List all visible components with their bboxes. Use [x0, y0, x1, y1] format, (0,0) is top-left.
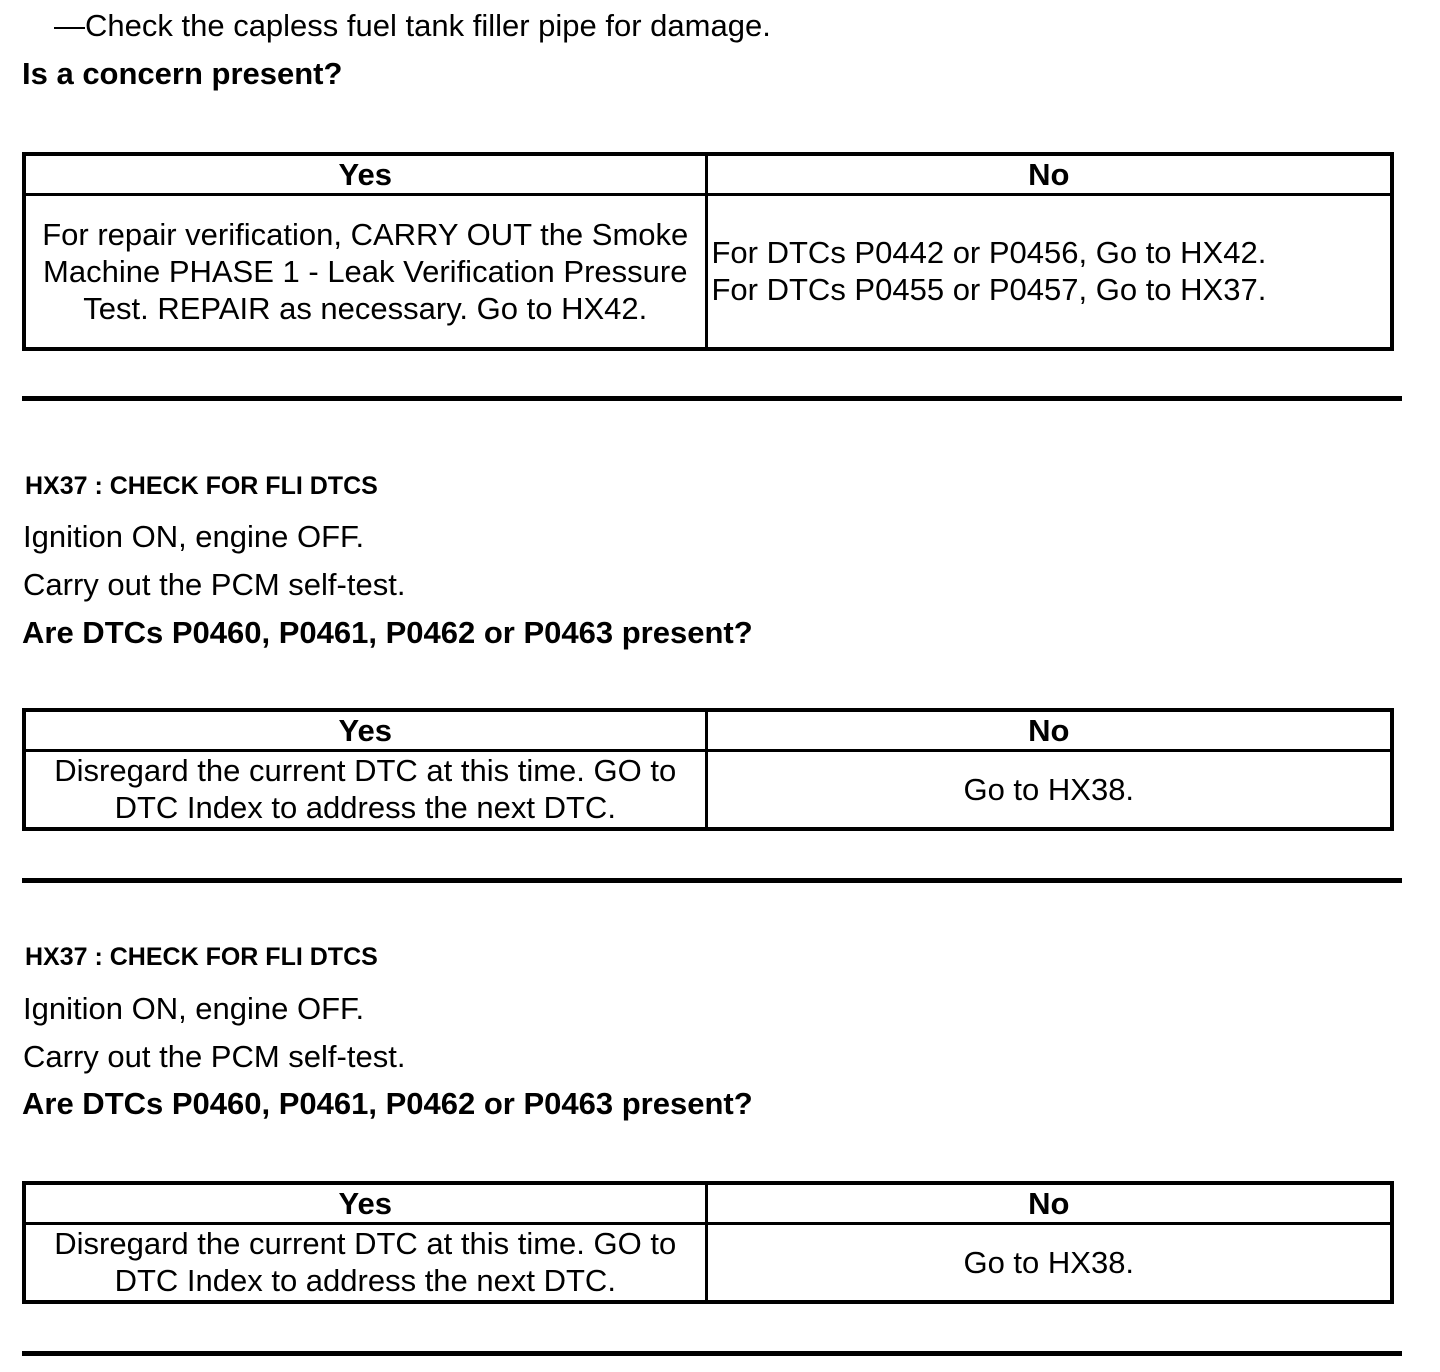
yes-column-header: Yes [22, 708, 708, 752]
step-instruction: Carry out the PCM self-test. [23, 1039, 406, 1074]
no-answer-cell: Go to HX38. [704, 749, 1394, 830]
no-column-header: No [704, 708, 1394, 752]
step-title: HX37 : CHECK FOR FLI DTCS [25, 472, 378, 500]
question-heading: Are DTCs P0460, P0461, P0462 or P0463 pr… [22, 1086, 753, 1121]
yes-column-header: Yes [22, 1181, 708, 1225]
yes-answer-cell: Disregard the current DTC at this time. … [22, 749, 708, 830]
no-answer-cell: For DTCs P0442 or P0456, Go to HX42. For… [704, 193, 1394, 350]
yes-answer-cell: For repair verification, CARRY OUT the S… [22, 193, 708, 350]
step-instruction: Ignition ON, engine OFF. [23, 991, 365, 1026]
yes-no-table: Yes No Disregard the current DTC at this… [22, 1181, 1394, 1304]
question-heading: Are DTCs P0460, P0461, P0462 or P0463 pr… [22, 615, 753, 650]
section-divider [22, 878, 1402, 883]
no-answer-cell: Go to HX38. [704, 1222, 1394, 1303]
section-divider [22, 396, 1402, 401]
section-divider [22, 1351, 1402, 1356]
yes-no-table: Yes No Disregard the current DTC at this… [22, 708, 1394, 831]
yes-column-header: Yes [22, 152, 708, 196]
step-instruction: Ignition ON, engine OFF. [23, 519, 365, 554]
step-title: HX37 : CHECK FOR FLI DTCS [25, 943, 378, 971]
no-answer-line: For DTCs P0455 or P0457, Go to HX37. [711, 272, 1267, 308]
question-heading: Is a concern present? [22, 56, 343, 91]
yes-answer-cell: Disregard the current DTC at this time. … [22, 1222, 708, 1303]
yes-no-table: Yes No For repair verification, CARRY OU… [22, 152, 1394, 351]
step-instruction: Carry out the PCM self-test. [23, 567, 406, 602]
step-instruction: —Check the capless fuel tank filler pipe… [54, 8, 771, 43]
no-column-header: No [704, 1181, 1394, 1225]
no-answer-line: For DTCs P0442 or P0456, Go to HX42. [711, 235, 1267, 271]
no-column-header: No [704, 152, 1394, 196]
